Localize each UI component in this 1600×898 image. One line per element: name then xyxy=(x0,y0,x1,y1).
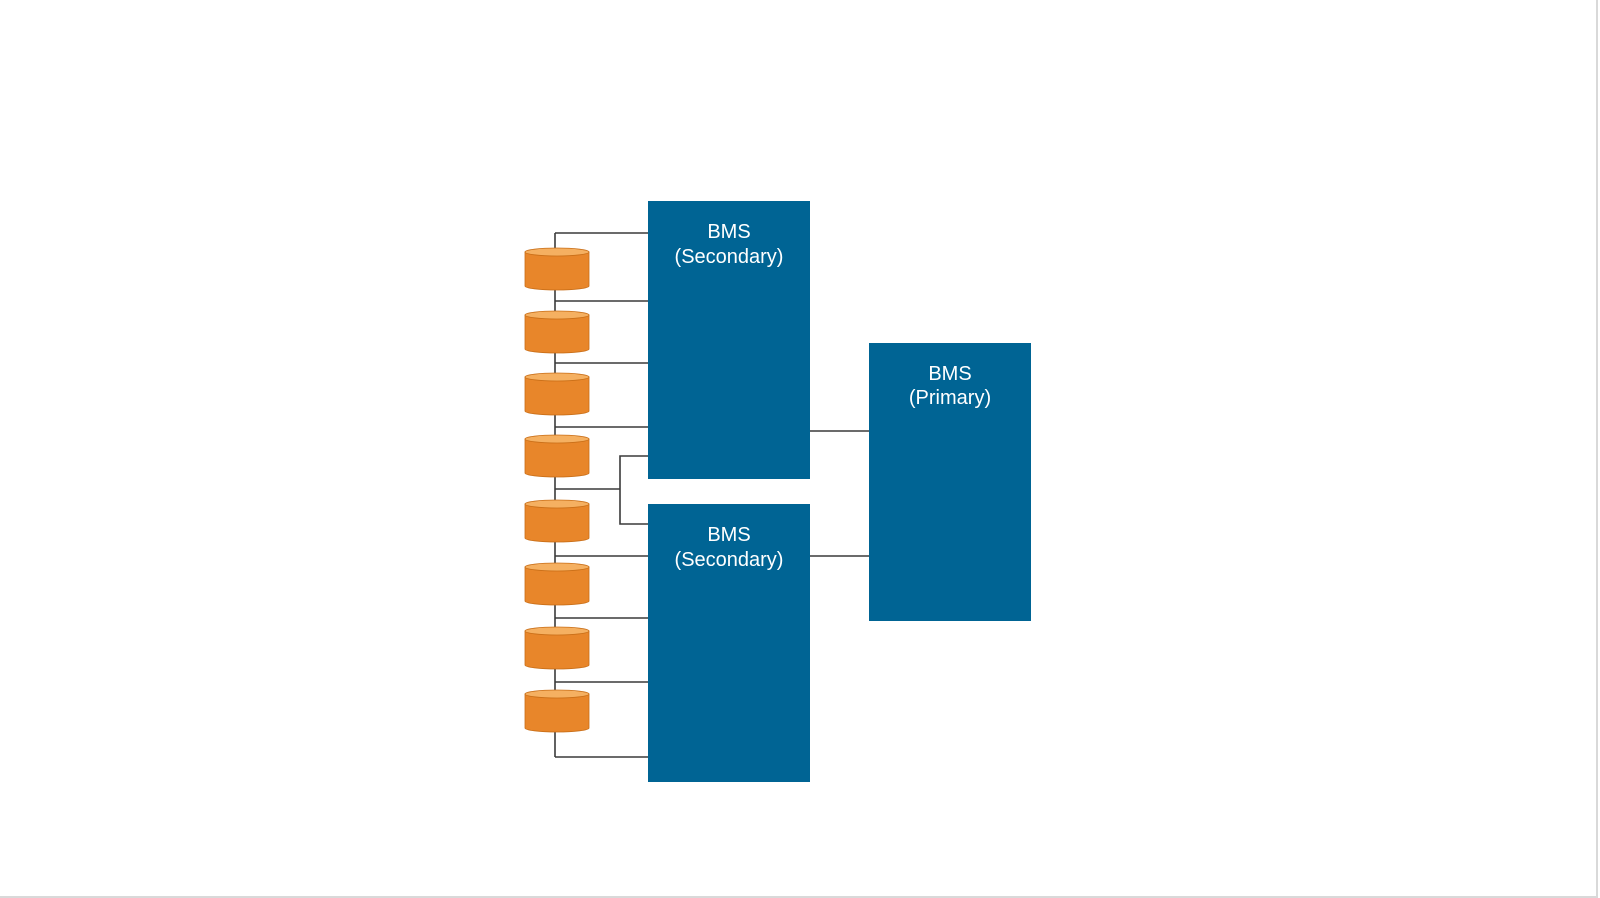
cell-body xyxy=(524,503,590,543)
cell-body xyxy=(524,438,590,478)
bms-sublabel: (Secondary) xyxy=(675,549,784,571)
cell-body xyxy=(524,376,590,416)
cell-body xyxy=(524,630,590,670)
battery-cell-icon xyxy=(524,626,590,670)
bms-label: BMS xyxy=(707,221,750,243)
battery-cell-icon xyxy=(524,562,590,606)
cell-body xyxy=(524,251,590,291)
battery-cells xyxy=(524,247,590,733)
bms-box xyxy=(648,504,810,782)
bms-box xyxy=(648,201,810,479)
cell-top xyxy=(524,434,590,444)
bms-sublabel: (Primary) xyxy=(909,387,991,409)
battery-cell-icon xyxy=(524,689,590,733)
cell-top xyxy=(524,310,590,320)
bms-label: BMS xyxy=(928,363,971,385)
cell-top xyxy=(524,689,590,699)
cell-top xyxy=(524,247,590,257)
bms-primary[interactable]: BMS (Primary) xyxy=(869,343,1031,621)
battery-cell-icon xyxy=(524,499,590,543)
cell-body xyxy=(524,693,590,733)
battery-cell-icon xyxy=(524,434,590,478)
bms-sublabel: (Secondary) xyxy=(675,246,784,268)
cell-body xyxy=(524,314,590,354)
cell-top xyxy=(524,562,590,572)
bms-secondary-bottom[interactable]: BMS (Secondary) xyxy=(648,504,810,782)
cell-top xyxy=(524,626,590,636)
cell-top xyxy=(524,499,590,509)
battery-cell-icon xyxy=(524,247,590,291)
cell-top xyxy=(524,372,590,382)
battery-cell-icon xyxy=(524,372,590,416)
battery-cell-icon xyxy=(524,310,590,354)
bms-label: BMS xyxy=(707,524,750,546)
bms-box xyxy=(869,343,1031,621)
bms-secondary-top[interactable]: BMS (Secondary) xyxy=(648,201,810,479)
cell-body xyxy=(524,566,590,606)
crossover-line xyxy=(619,455,648,525)
